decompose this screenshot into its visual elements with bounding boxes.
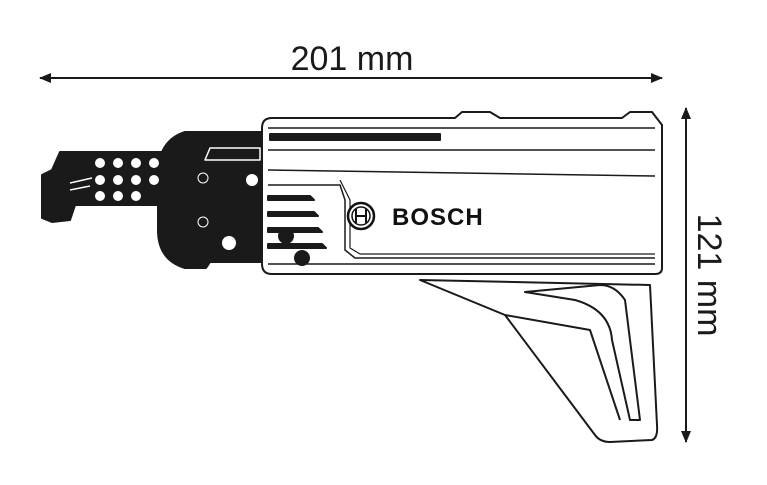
screwdriver-attachment xyxy=(41,111,663,443)
bosch-logo: BOSCH xyxy=(346,201,484,231)
housing xyxy=(261,111,663,275)
nose-piece xyxy=(157,131,263,269)
rail xyxy=(41,151,171,223)
height-dimension-label: 121 mm xyxy=(690,214,728,337)
grip xyxy=(419,279,659,443)
brand-logo-text: BOSCH xyxy=(392,204,484,231)
width-dimension-label: 201 mm xyxy=(291,40,414,78)
